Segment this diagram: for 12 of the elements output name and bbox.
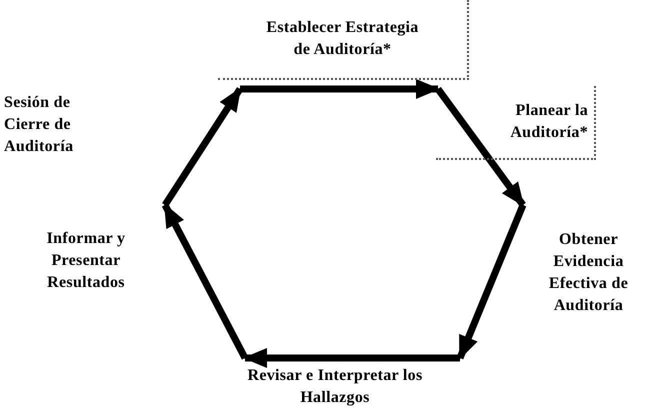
arrow [162,87,243,207]
stage-label: Establecer Estrategia de Auditoría* [218,0,469,80]
arrow [243,348,460,368]
arrow [456,204,526,360]
arrow [240,79,440,99]
stage-label: Obtener Evidencia Efectiva de Auditoría [520,203,657,353]
stage-label: Sesión de Cierre de Auditoría [4,92,116,158]
stage-label: Revisar e Interpretar los Hallazgos [208,365,462,409]
stage-label: Planear la Auditoría* [436,86,596,160]
stage-label: Informar y Presentar Resultados [24,228,148,294]
arrow [435,86,526,208]
arrow [162,203,248,360]
